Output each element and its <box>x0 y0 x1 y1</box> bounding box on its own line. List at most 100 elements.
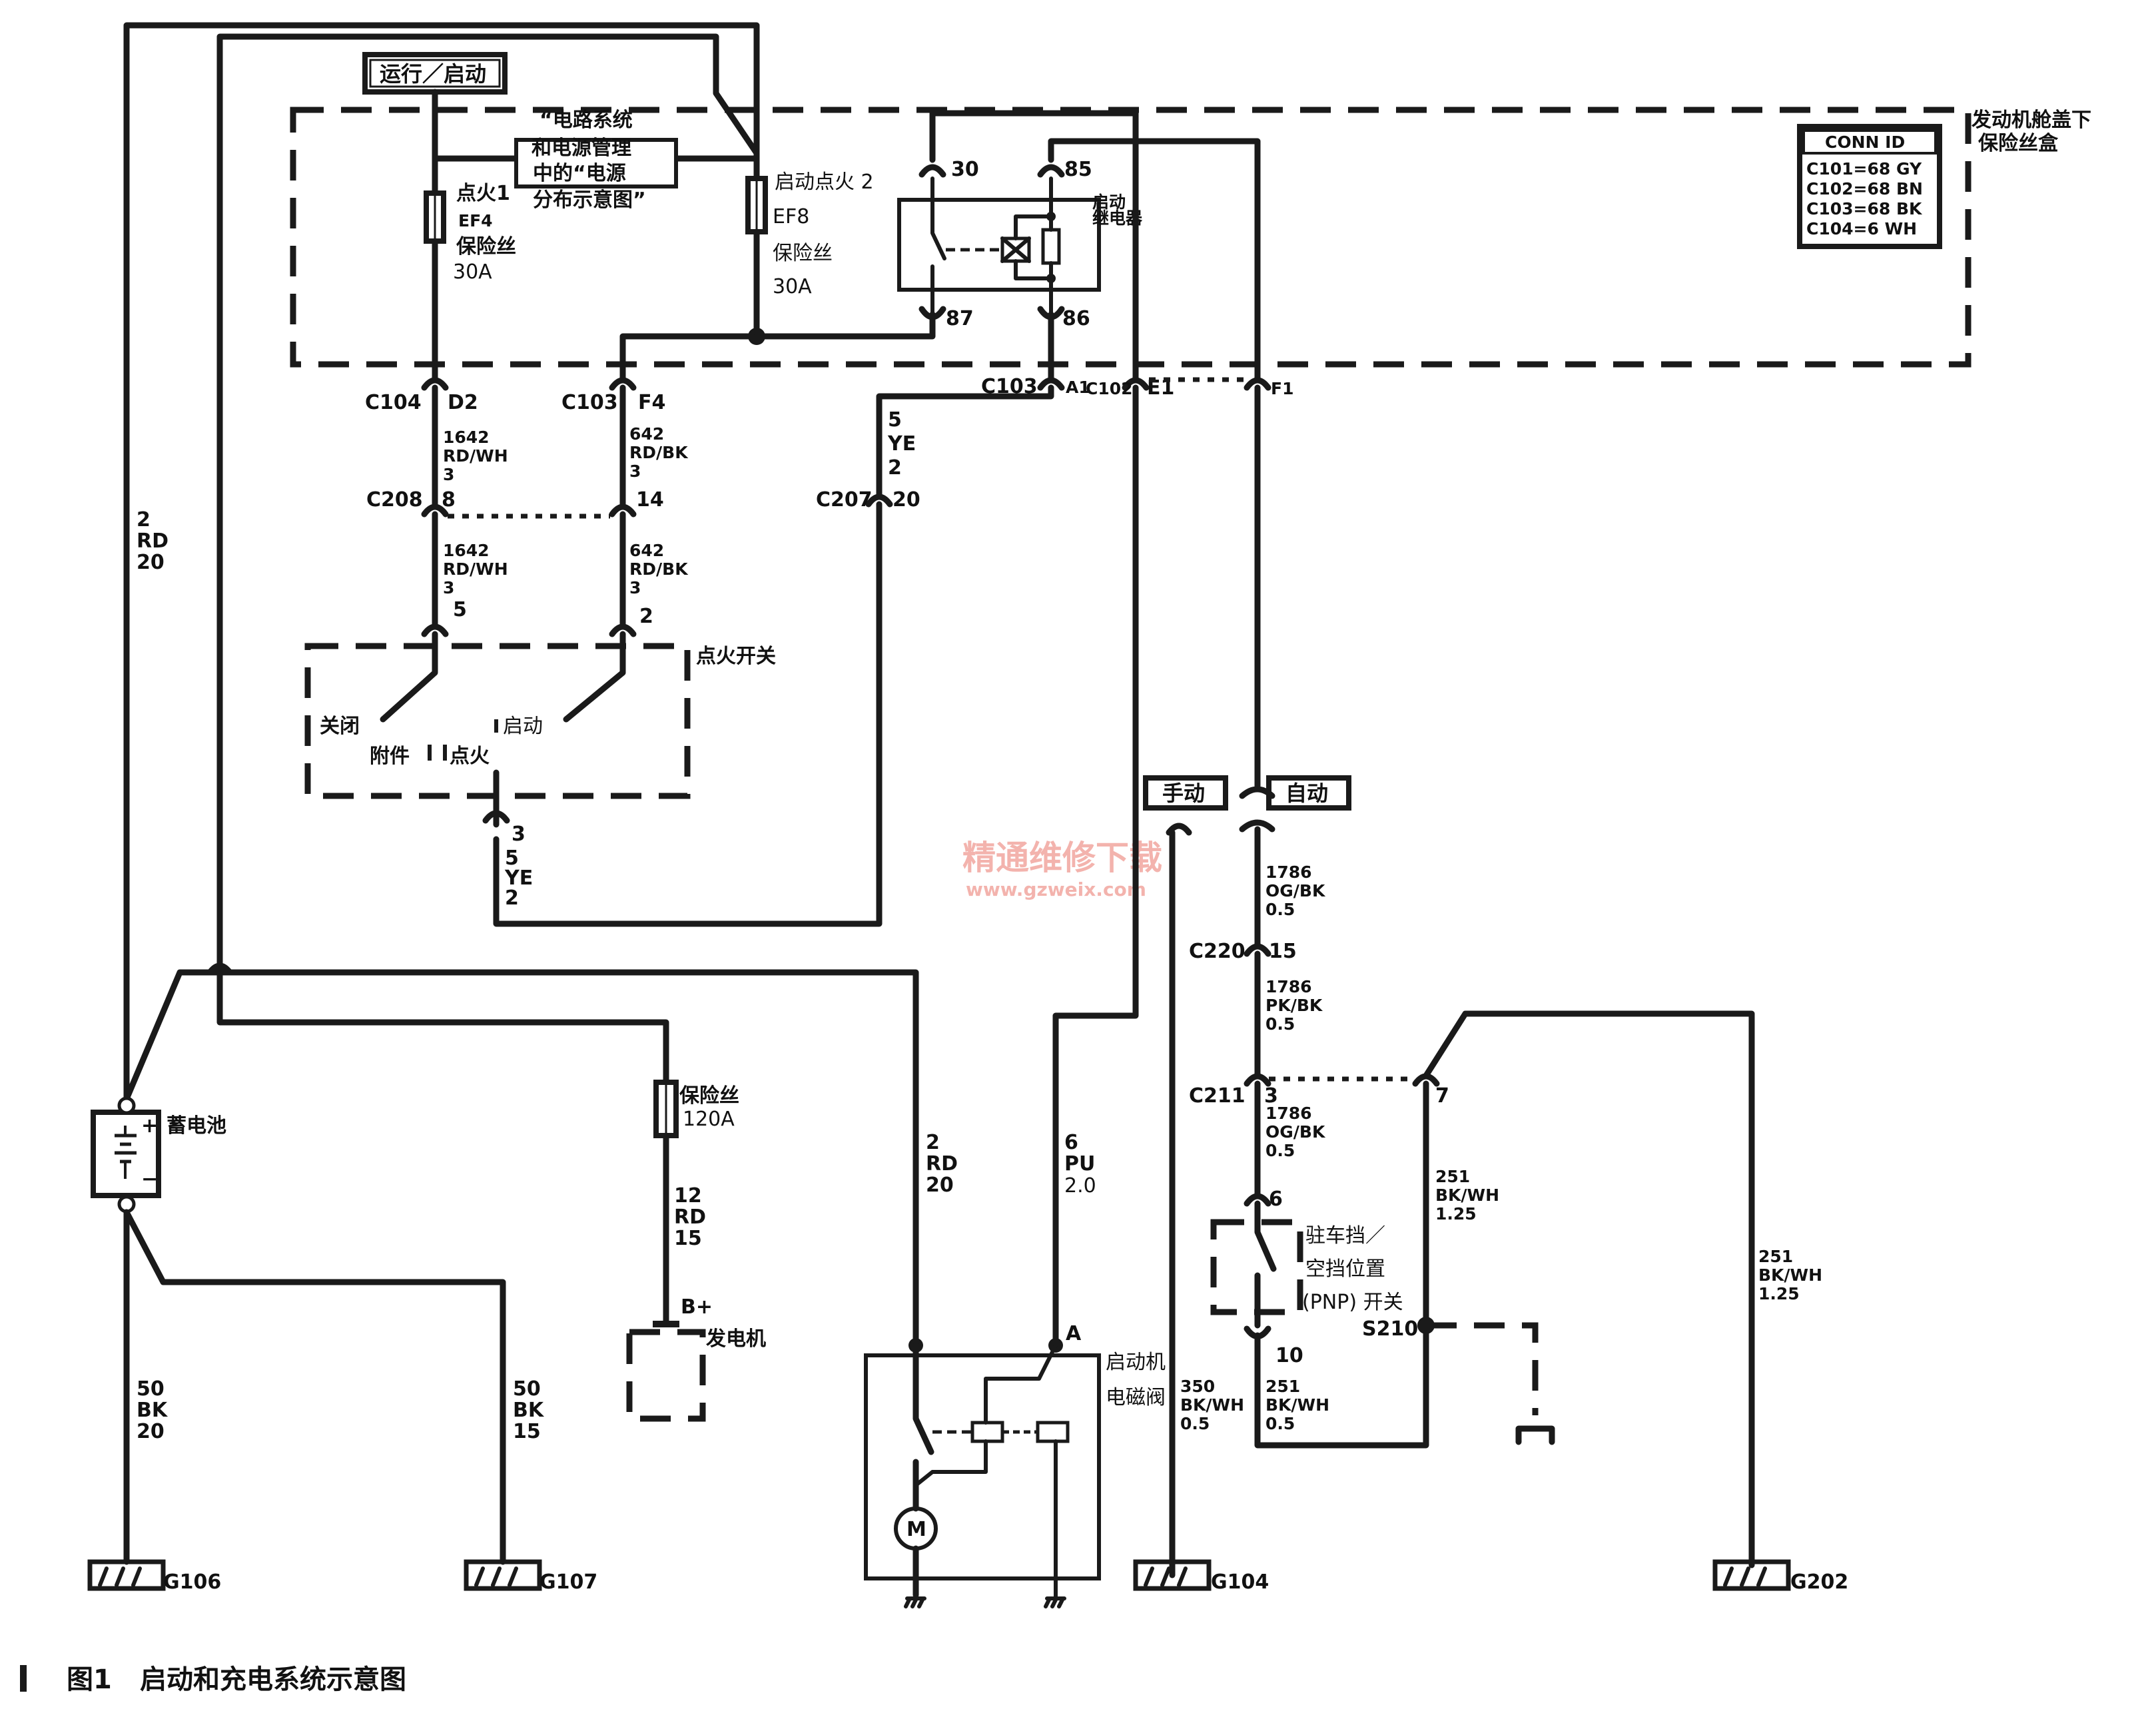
wire-642b-2: RD/BK <box>629 559 689 579</box>
relay-coil-frame <box>1014 214 1053 280</box>
underhood-fuse-box-label-2: 保险丝盒 <box>1978 132 2059 155</box>
underhood-fuse-box-outline <box>290 107 1972 368</box>
wire-5ye-a-3: 2 <box>888 456 902 480</box>
pnp-pin10: 10 <box>1275 1344 1303 1367</box>
wire-251b-3: 1.25 <box>1758 1284 1800 1303</box>
ground-g106-symbol <box>87 1559 166 1591</box>
fuse-120a <box>653 1080 679 1138</box>
wire-350-1: 350 <box>1180 1377 1215 1396</box>
conn-id-row-4: C104=6 WH <box>1806 219 1917 238</box>
pnp-switch-line1: 驻车挡／ <box>1305 1224 1385 1247</box>
wire-6pu-1: 6 <box>1064 1131 1078 1154</box>
conn-id-table: CONN ID C101=68 GY C102=68 BN C103=68 BK… <box>1797 124 1942 249</box>
wire-12rd-2: RD <box>674 1206 706 1229</box>
wire-s210-branch-ground <box>1515 1425 1555 1445</box>
connector-c207 <box>865 494 893 508</box>
relay-pin30-terminal <box>918 164 946 178</box>
wire-battery-main-feed <box>123 22 760 1102</box>
battery <box>91 1096 161 1213</box>
watermark-text: 精通维修下载 <box>962 839 1162 877</box>
mode-manual-box: 手动 <box>1143 775 1228 811</box>
svg-text:和电源管理: 和电源管理 <box>532 137 631 160</box>
starter-label-line2: 电磁阀 <box>1106 1386 1166 1409</box>
starter-relay-box <box>897 198 1101 292</box>
wire-50b-1: 50 <box>513 1377 541 1401</box>
wire-1786a-3: 0.5 <box>1265 900 1295 919</box>
wire-5ye-b-3: 2 <box>505 886 519 910</box>
svg-text:“电路系统: “电路系统 <box>539 109 633 132</box>
conn-id-row-3: C103=68 BK <box>1806 199 1923 218</box>
ground-g106: G106 <box>163 1570 221 1594</box>
wire-642a-2: RD/BK <box>629 443 689 462</box>
ignition-switch-pin3-terminal <box>482 810 510 824</box>
wire-pnp-to-splice <box>1254 1080 1429 1449</box>
conn-id-row-2: C102=68 BN <box>1806 179 1923 198</box>
mode-auto-label: 自动 <box>1285 781 1328 806</box>
pnp-switch-line3: (PNP) 开关 <box>1302 1291 1403 1314</box>
connector-c211-pin7: 7 <box>1435 1084 1449 1108</box>
connector-c103-label: C103 <box>561 391 618 414</box>
connector-c103-a1 <box>1037 377 1065 391</box>
caption-number: 图1 <box>67 1664 112 1695</box>
wire-1786c-3: 0.5 <box>1265 1141 1295 1160</box>
connector-c207-label: C207 <box>816 488 873 512</box>
ground-g202: G202 <box>1790 1570 1848 1594</box>
starter-motor-label: M <box>906 1518 926 1541</box>
wire-12rd-3: 15 <box>674 1227 702 1250</box>
ground-g104: G104 <box>1211 1570 1269 1594</box>
mode-auto-box: 自动 <box>1266 775 1351 811</box>
connector-c208-pin14: 14 <box>636 488 664 512</box>
underhood-fuse-box-label-1: 发动机舱盖下 <box>1971 109 2091 132</box>
wire-251b-2: BK/WH <box>1758 1265 1822 1285</box>
connector-c103-pin: F4 <box>638 391 665 414</box>
connector-c208-label: C208 <box>366 488 423 512</box>
starter-contact <box>912 1342 934 1489</box>
wire-1786c-2: OG/BK <box>1265 1122 1326 1142</box>
wire-251a-1: 251 <box>1435 1167 1470 1186</box>
ignition-switch-pin3: 3 <box>512 823 526 846</box>
run-start-label: 运行／启动 <box>380 61 486 87</box>
svg-text:分布示意图”: 分布示意图” <box>533 188 646 212</box>
wire-5ye-a-1: 5 <box>888 408 902 432</box>
connector-c208-pin8: 8 <box>442 488 456 512</box>
wire-1642a-2: RD/WH <box>443 446 508 466</box>
ground-g104-symbol <box>1133 1559 1212 1591</box>
fuse-ef4-id: EF4 <box>458 211 493 230</box>
battery-plus: + <box>141 1114 158 1138</box>
starter-ground-symbols <box>904 1573 1066 1608</box>
wire-2rd-b-3: 20 <box>926 1174 954 1197</box>
pnp-switch-id: S210 <box>1362 1317 1418 1341</box>
wire-c207-to-ignition <box>493 501 883 927</box>
wire-50b-2: BK <box>513 1399 545 1422</box>
wire-350-2: BK/WH <box>1180 1395 1244 1415</box>
fuse-ef8-id: EF8 <box>773 205 809 228</box>
wire-1786c-1: 1786 <box>1265 1104 1312 1123</box>
ground-g202-symbol <box>1712 1559 1791 1591</box>
ignition-switch-pin2: 2 <box>639 605 653 628</box>
wire-ef8-to-c103 <box>619 333 760 383</box>
connector-c220 <box>1244 943 1271 957</box>
fuse-120a-type: 保险丝 <box>679 1084 739 1108</box>
wire-1642b-2: RD/WH <box>443 559 508 579</box>
connector-c208 <box>421 504 637 518</box>
wire-5ye-a-2: YE <box>887 432 916 456</box>
generator-outline <box>626 1329 706 1422</box>
starter-solenoid-coils <box>970 1421 1070 1443</box>
run-start-label-box: 运行／启动 <box>362 52 508 95</box>
wire-1786b-3: 0.5 <box>1265 1014 1295 1034</box>
ignition-switch-blade-1 <box>380 631 438 723</box>
wire-251c-1: 251 <box>1265 1377 1300 1396</box>
wire-e1-to-starter-a <box>1052 384 1139 1342</box>
wire-251c-3: 0.5 <box>1265 1414 1295 1433</box>
wire-1786b-1: 1786 <box>1265 977 1312 996</box>
wire-battery-neg-g107 <box>123 1209 506 1565</box>
connector-c211-label: C211 <box>1189 1084 1246 1108</box>
connector-c211-pin3: 3 <box>1264 1084 1278 1108</box>
ignition-switch-acc: 附件 <box>370 745 410 768</box>
fuse-120a-rating: 120A <box>683 1108 735 1131</box>
wire-1642b-1: 1642 <box>443 541 490 560</box>
fuse-ef8-rating: 30A <box>773 275 812 298</box>
wire-50a-1: 50 <box>137 1377 165 1401</box>
wire-6pu-3: 2.0 <box>1064 1174 1096 1198</box>
